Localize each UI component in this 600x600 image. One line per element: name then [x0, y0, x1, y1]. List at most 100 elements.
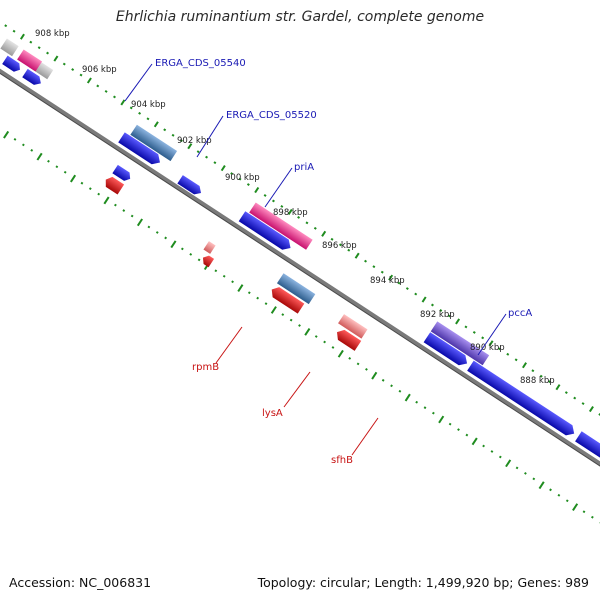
inner-tick — [549, 488, 552, 492]
inner-tick — [21, 143, 25, 147]
callout-line — [283, 371, 311, 408]
inner-tick — [155, 231, 159, 234]
scale-tick — [120, 99, 126, 106]
inner-tick — [457, 428, 460, 431]
cds-arrow — [118, 132, 160, 165]
callout-line — [215, 326, 243, 364]
accession-text: Accession: NC_006831 — [9, 575, 152, 590]
inner-tick — [365, 367, 368, 371]
scale-tick — [104, 90, 108, 93]
inner-tick — [423, 406, 427, 410]
gene-label-reverse: sfhB — [331, 455, 353, 466]
scale-tick — [37, 46, 41, 50]
scale-label: 906 kbp — [82, 65, 117, 75]
scale-tick — [263, 194, 267, 197]
cds-arrow-reverse — [105, 176, 125, 195]
inner-tick — [565, 499, 569, 503]
scale-tick — [213, 161, 217, 165]
scale-tick — [380, 270, 384, 274]
scale-tick — [321, 230, 327, 237]
inner-tick — [356, 362, 360, 366]
inner-tick — [147, 225, 151, 229]
scale-tick — [354, 252, 360, 259]
map-title: Ehrlichia ruminantium str. Gardel, compl… — [115, 9, 485, 25]
scale-tick — [153, 121, 159, 128]
inner-tick — [70, 174, 77, 183]
scale-tick — [573, 396, 577, 400]
callout-line — [196, 115, 224, 158]
cds-arrow — [423, 332, 468, 366]
cds-arrow — [112, 164, 131, 181]
inner-tick — [304, 327, 311, 336]
inner-tick — [498, 455, 502, 459]
inner-tick — [404, 393, 411, 402]
inner-tick — [371, 371, 378, 380]
gene-label-forward: priA — [294, 162, 314, 173]
scale-tick — [86, 77, 92, 84]
scale-label: 902 kbp — [177, 136, 212, 146]
scale-tick — [388, 274, 394, 281]
inner-tick — [270, 306, 277, 314]
inner-tick — [30, 148, 34, 152]
scale-tick — [29, 40, 33, 44]
scale-tick — [522, 362, 527, 369]
scale-tick — [220, 165, 226, 172]
scale-tick — [305, 221, 309, 225]
scale-tick — [481, 336, 485, 340]
scale-tick — [4, 24, 8, 28]
feature-steel — [130, 124, 178, 162]
scale-tick — [254, 186, 260, 194]
inner-tick — [538, 481, 545, 490]
inner-tick — [122, 209, 126, 212]
inner-tick — [55, 165, 59, 169]
scale-tick — [297, 215, 301, 219]
inner-tick — [80, 181, 84, 185]
callout-line — [264, 167, 293, 208]
feature-pink — [249, 202, 313, 250]
scale-tick — [539, 374, 543, 378]
scale-label: 898 kbp — [273, 208, 308, 218]
inner-tick — [130, 214, 134, 218]
inner-tick — [281, 313, 285, 316]
scale-tick — [472, 330, 476, 334]
inner-tick — [532, 477, 536, 481]
inner-tick — [97, 192, 101, 196]
scale-tick-row — [4, 24, 600, 416]
inner-tick — [524, 472, 527, 475]
feature-gray-small — [0, 38, 19, 57]
scale-tick — [238, 177, 242, 181]
scale-tick — [230, 172, 234, 176]
inner-tick — [247, 291, 251, 295]
inner-tick — [471, 437, 478, 446]
inner-tick — [348, 357, 352, 360]
inner-tick — [337, 349, 344, 358]
inner-tick — [197, 258, 201, 262]
inner-tick — [264, 302, 268, 306]
inner-tick — [482, 444, 485, 448]
feature-purple — [430, 321, 490, 366]
inner-tick-row — [3, 130, 600, 525]
cds-arrow — [177, 175, 202, 195]
scale-tick — [187, 143, 193, 150]
scale-label: 908 kbp — [35, 29, 70, 39]
scale-tick — [19, 33, 25, 40]
scale-tick — [581, 402, 585, 405]
scale-tick — [53, 55, 59, 62]
scale-tick — [464, 325, 468, 329]
inner-tick — [289, 318, 293, 322]
scale-tick — [588, 405, 594, 413]
inner-tick — [237, 284, 244, 292]
scale-label: 900 kbp — [225, 173, 260, 183]
feature-pink — [17, 49, 43, 72]
scale-tick — [246, 183, 250, 186]
inner-tick — [432, 411, 435, 415]
inner-tick — [323, 340, 326, 344]
cds-arrow-reverse — [337, 329, 362, 351]
scale-tick — [506, 352, 510, 356]
inner-tick — [298, 324, 301, 327]
inner-tick — [398, 389, 402, 393]
scale-tick — [497, 347, 501, 351]
cds-arrow — [467, 360, 575, 436]
